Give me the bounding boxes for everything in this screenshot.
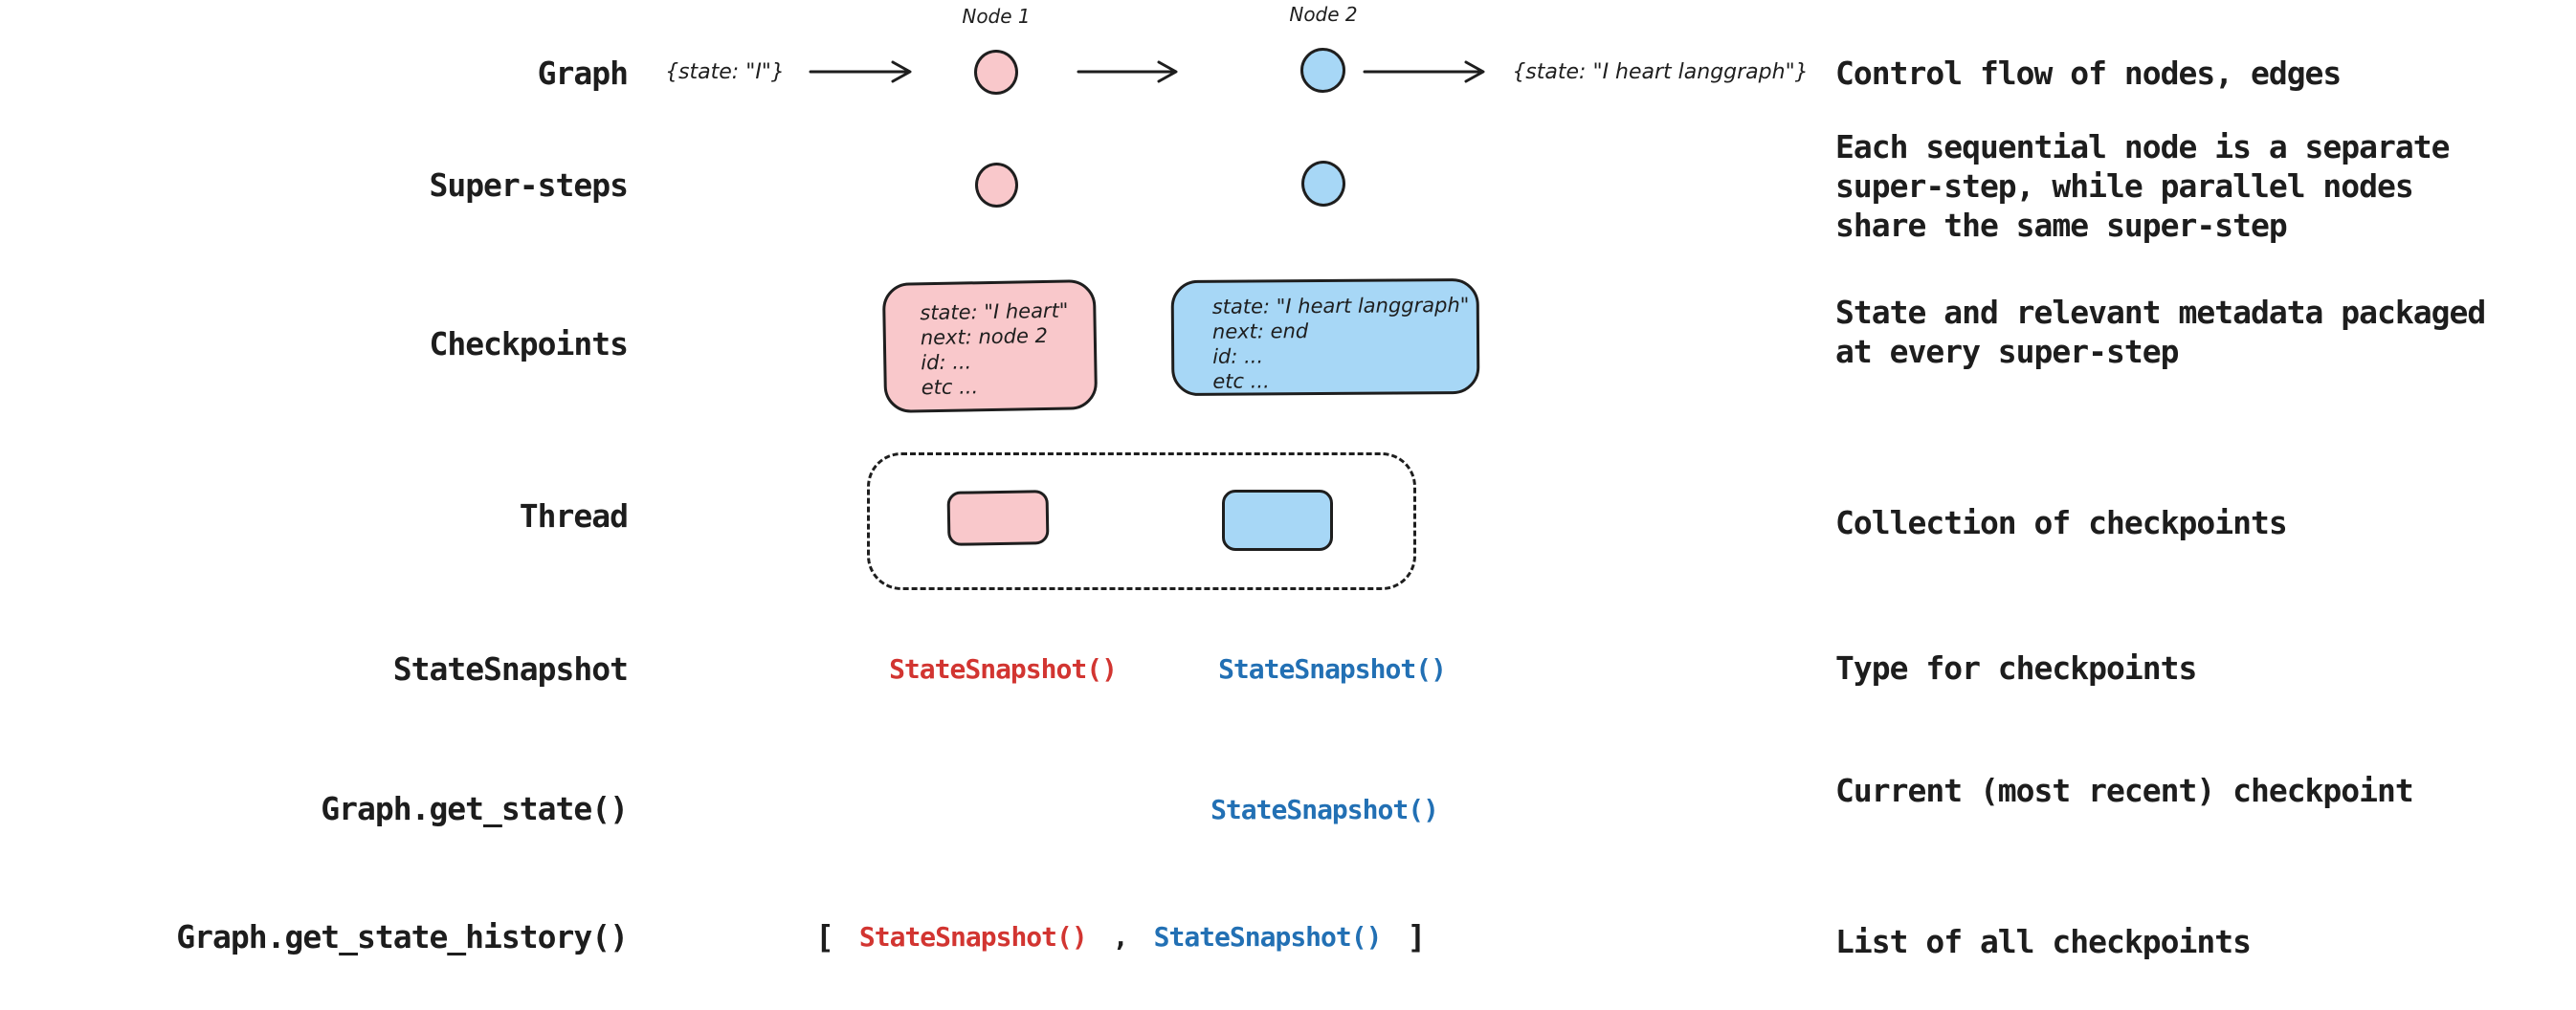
row-desc-thread: Collection of checkpoints (1835, 504, 2288, 541)
output-state-text: {state: "I heart langgraph"} (1512, 60, 1809, 84)
superstep2-circle (1301, 161, 1345, 207)
statesnapshot-blue-call: StateSnapshot() (1218, 653, 1447, 685)
row-label-statesnapshot: StateSnapshot (392, 650, 629, 688)
row-label-super-steps: Super-steps (429, 166, 629, 204)
row-label-checkpoints: Checkpoints (429, 325, 629, 362)
statesnapshot-red-call: StateSnapshot() (889, 653, 1118, 685)
row-label-get-state: Graph.get_state() (321, 790, 629, 827)
row-desc-graph: Control flow of nodes, edges (1835, 55, 2342, 92)
history-red-snapshot-call: StateSnapshot() (858, 920, 1088, 953)
checkpoint2-box: state: "I heart langgraph" next: end id:… (1170, 277, 1480, 397)
get-state-result-call: StateSnapshot() (1210, 794, 1439, 825)
checkpoint2-id-line: id: ... (1212, 344, 1264, 368)
arrow-right-icon (1363, 60, 1485, 83)
superstep1-circle (975, 163, 1018, 208)
checkpoint1-id-line: id: ... (921, 350, 972, 375)
arrow-right-icon (809, 60, 912, 83)
thread-checkpoint1-box (946, 490, 1050, 546)
checkpoint2-next-line: next: end (1211, 319, 1309, 343)
arrow-right-icon (1077, 60, 1178, 83)
node1-circle (974, 50, 1018, 95)
checkpoint1-etc-line: etc ... (921, 375, 979, 400)
row-label-get-state-history: Graph.get_state_history() (176, 918, 629, 955)
thread-dashed-box (867, 452, 1416, 590)
thread-checkpoint2-box (1222, 490, 1333, 551)
checkpoint2-etc-line: etc ... (1212, 369, 1270, 393)
row-desc-get-state: Current (most recent) checkpoint (1835, 772, 2414, 809)
row-desc-super-steps: Each sequential node is a separate super… (1835, 128, 2451, 244)
row-desc-get-state-history: List of all checkpoints (1835, 923, 2252, 960)
checkpoint2-state-line: state: "I heart langgraph" (1211, 293, 1470, 318)
list-open-bracket: [ (815, 917, 834, 955)
row-label-graph: Graph (537, 55, 629, 92)
checkpoint1-box: state: "I heart" next: node 2 id: ... et… (881, 279, 1099, 413)
row-desc-checkpoints: State and relevant metadata packaged at … (1835, 294, 2486, 370)
input-state-text: {state: "I"} (665, 60, 785, 84)
row-desc-statesnapshot: Type for checkpoints (1835, 649, 2197, 687)
list-comma: , (1112, 920, 1129, 953)
node1-label: Node 1 (962, 5, 1031, 28)
checkpoint1-state-line: state: "I heart" (920, 298, 1069, 325)
list-close-bracket: ] (1407, 917, 1426, 955)
checkpoint1-next-line: next: node 2 (920, 323, 1049, 350)
row-label-thread: Thread (519, 497, 629, 535)
node2-circle (1300, 48, 1345, 93)
node2-label: Node 2 (1289, 3, 1358, 26)
history-blue-snapshot-call: StateSnapshot() (1153, 920, 1383, 953)
get-state-history-result-list: [ StateSnapshot() , StateSnapshot() ] (815, 915, 1426, 957)
